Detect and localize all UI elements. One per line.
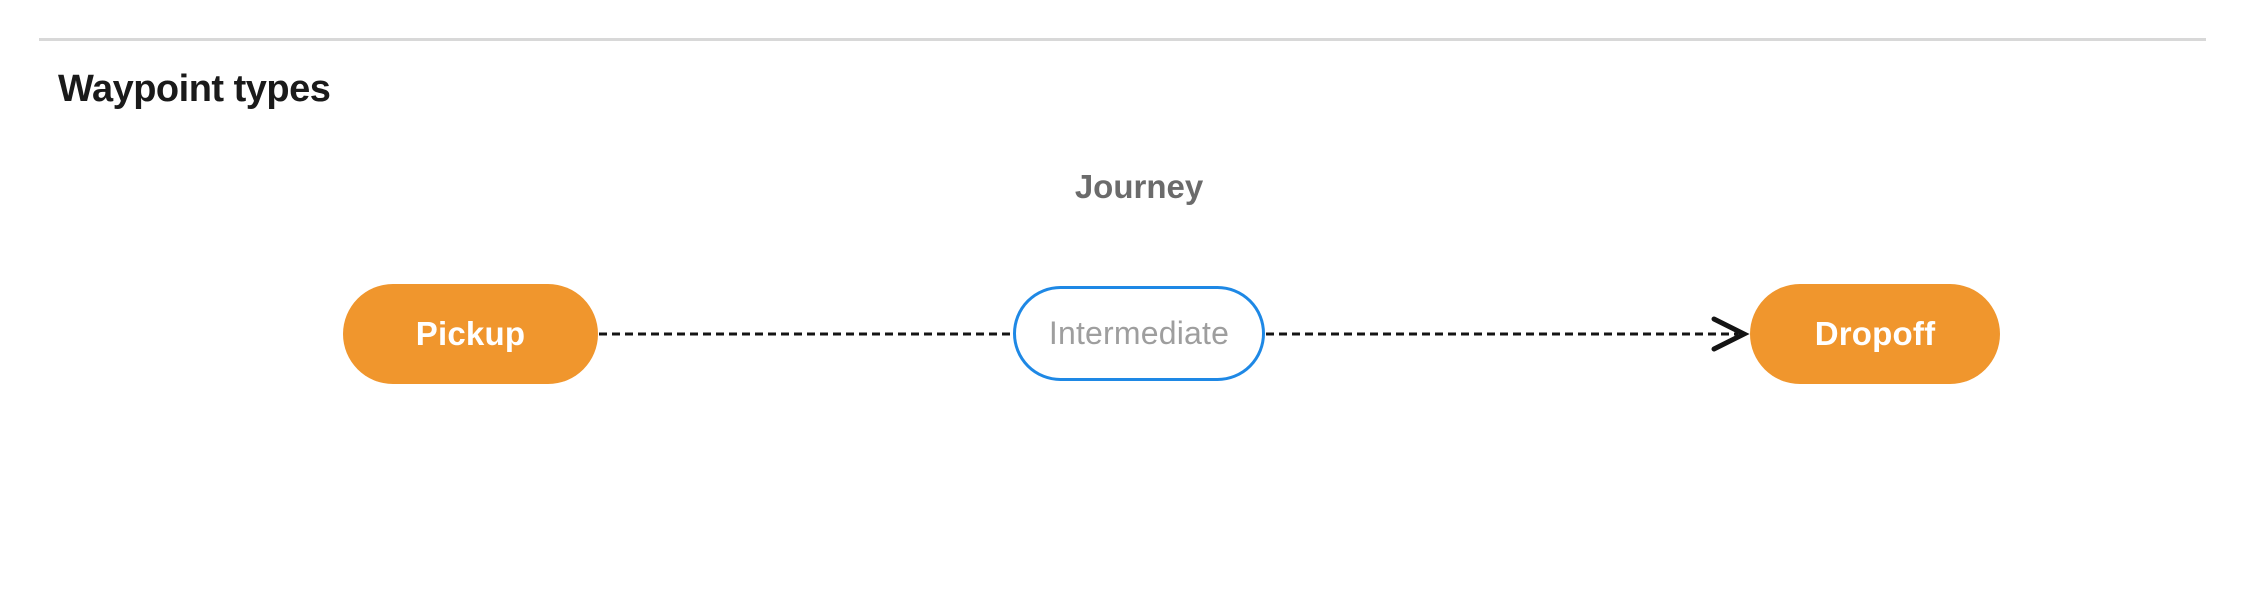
node-intermediate: Intermediate — [1013, 286, 1265, 381]
node-intermediate-label: Intermediate — [1048, 315, 1230, 351]
section-title: Waypoint types — [58, 68, 331, 110]
top-divider — [39, 38, 2206, 41]
arrowhead-icon — [1711, 316, 1750, 352]
node-dropoff: Dropoff — [1750, 284, 2000, 384]
node-pickup: Pickup — [343, 284, 598, 384]
node-pickup-label: Pickup — [415, 315, 526, 352]
node-dropoff-label: Dropoff — [1814, 315, 1936, 352]
diagram-title: Journey — [1074, 168, 1204, 205]
